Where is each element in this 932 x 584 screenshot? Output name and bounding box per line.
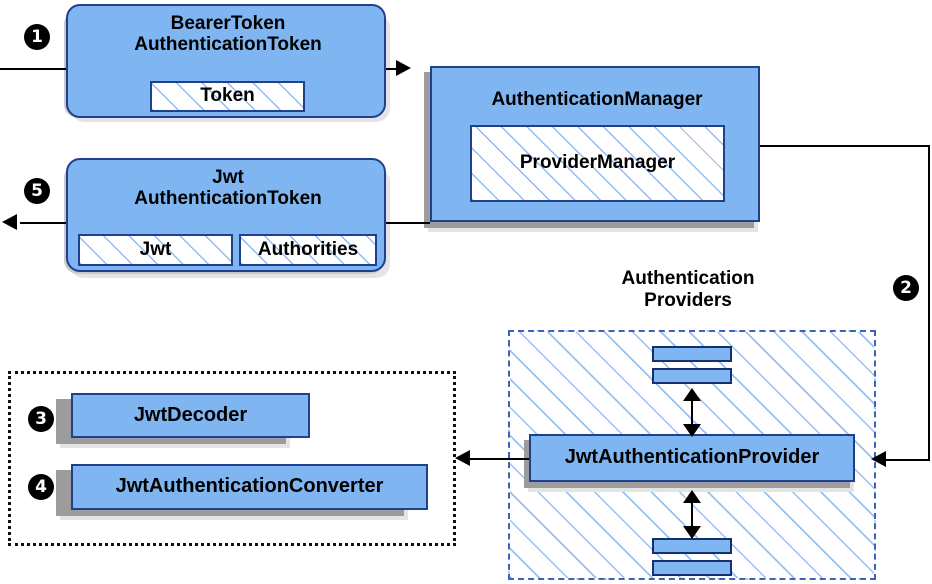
- arrow-left-icon: [871, 451, 886, 467]
- inner-panel-jwt[interactable]: Jwt: [78, 234, 233, 266]
- connector-provider-top: [691, 394, 693, 426]
- arrow-up-icon-bottom: [683, 490, 701, 503]
- inner-panel-jwt-label: Jwt: [139, 238, 172, 260]
- connector-step2-bottom: [886, 459, 930, 461]
- authentication-manager-title: AuthenticationManager: [491, 89, 703, 110]
- jwt-authentication-token-title: Jwt AuthenticationToken: [134, 167, 322, 209]
- provider-stub-bar-bottom-1: [652, 538, 732, 554]
- inner-panel-authorities-label: Authorities: [257, 238, 359, 260]
- node-bearer-token-title: BearerToken AuthenticationToken: [134, 13, 322, 55]
- badge-2: 2: [893, 275, 919, 301]
- inner-panel-provider-manager-label: ProviderManager: [519, 152, 676, 174]
- arrow-left-icon-support: [455, 450, 470, 466]
- jwt-authentication-provider-title: JwtAuthenticationProvider: [564, 446, 820, 469]
- jwt-decoder-title: JwtDecoder: [133, 403, 248, 426]
- arrow-down-icon-top: [683, 424, 701, 437]
- provider-stub-bar-top-1: [652, 346, 732, 362]
- jwt-authentication-converter-title: JwtAuthenticationConverter: [115, 475, 384, 498]
- badge-4: 4: [28, 474, 54, 500]
- node-authentication-manager[interactable]: AuthenticationManager ProviderManager: [430, 66, 760, 222]
- inner-panel-token-label: Token: [200, 85, 255, 107]
- connector-provider-to-support: [470, 458, 532, 460]
- arrow-left-icon-response: [2, 214, 17, 230]
- badge-3: 3: [28, 406, 54, 432]
- connector-step2-top: [758, 145, 930, 147]
- node-jwt-authentication-converter[interactable]: JwtAuthenticationConverter: [71, 464, 428, 510]
- arrow-down-icon-bottom: [683, 526, 701, 539]
- arrow-right-icon: [396, 60, 411, 76]
- inner-panel-token[interactable]: Token: [150, 81, 305, 112]
- node-jwt-authentication-provider[interactable]: JwtAuthenticationProvider: [529, 434, 855, 482]
- node-jwt-decoder[interactable]: JwtDecoder: [71, 393, 310, 438]
- inner-panel-provider-manager[interactable]: ProviderManager: [470, 125, 725, 202]
- connector-step2-right: [928, 145, 930, 460]
- badge-1: 1: [24, 24, 50, 50]
- provider-stub-bar-top-2: [652, 368, 732, 384]
- node-jwt-authentication-token[interactable]: Jwt AuthenticationToken Jwt Authorities: [66, 158, 386, 272]
- inner-panel-authorities[interactable]: Authorities: [239, 234, 377, 266]
- node-bearer-token-authentication-token[interactable]: BearerToken AuthenticationToken Token: [66, 4, 386, 118]
- provider-stub-bar-bottom-2: [652, 560, 732, 576]
- authentication-providers-title: Authentication Providers: [621, 268, 755, 311]
- connector-provider-bottom: [691, 496, 693, 528]
- arrow-up-icon-top: [683, 388, 701, 401]
- region-jwt-support-group: [8, 371, 456, 546]
- badge-5: 5: [24, 178, 50, 204]
